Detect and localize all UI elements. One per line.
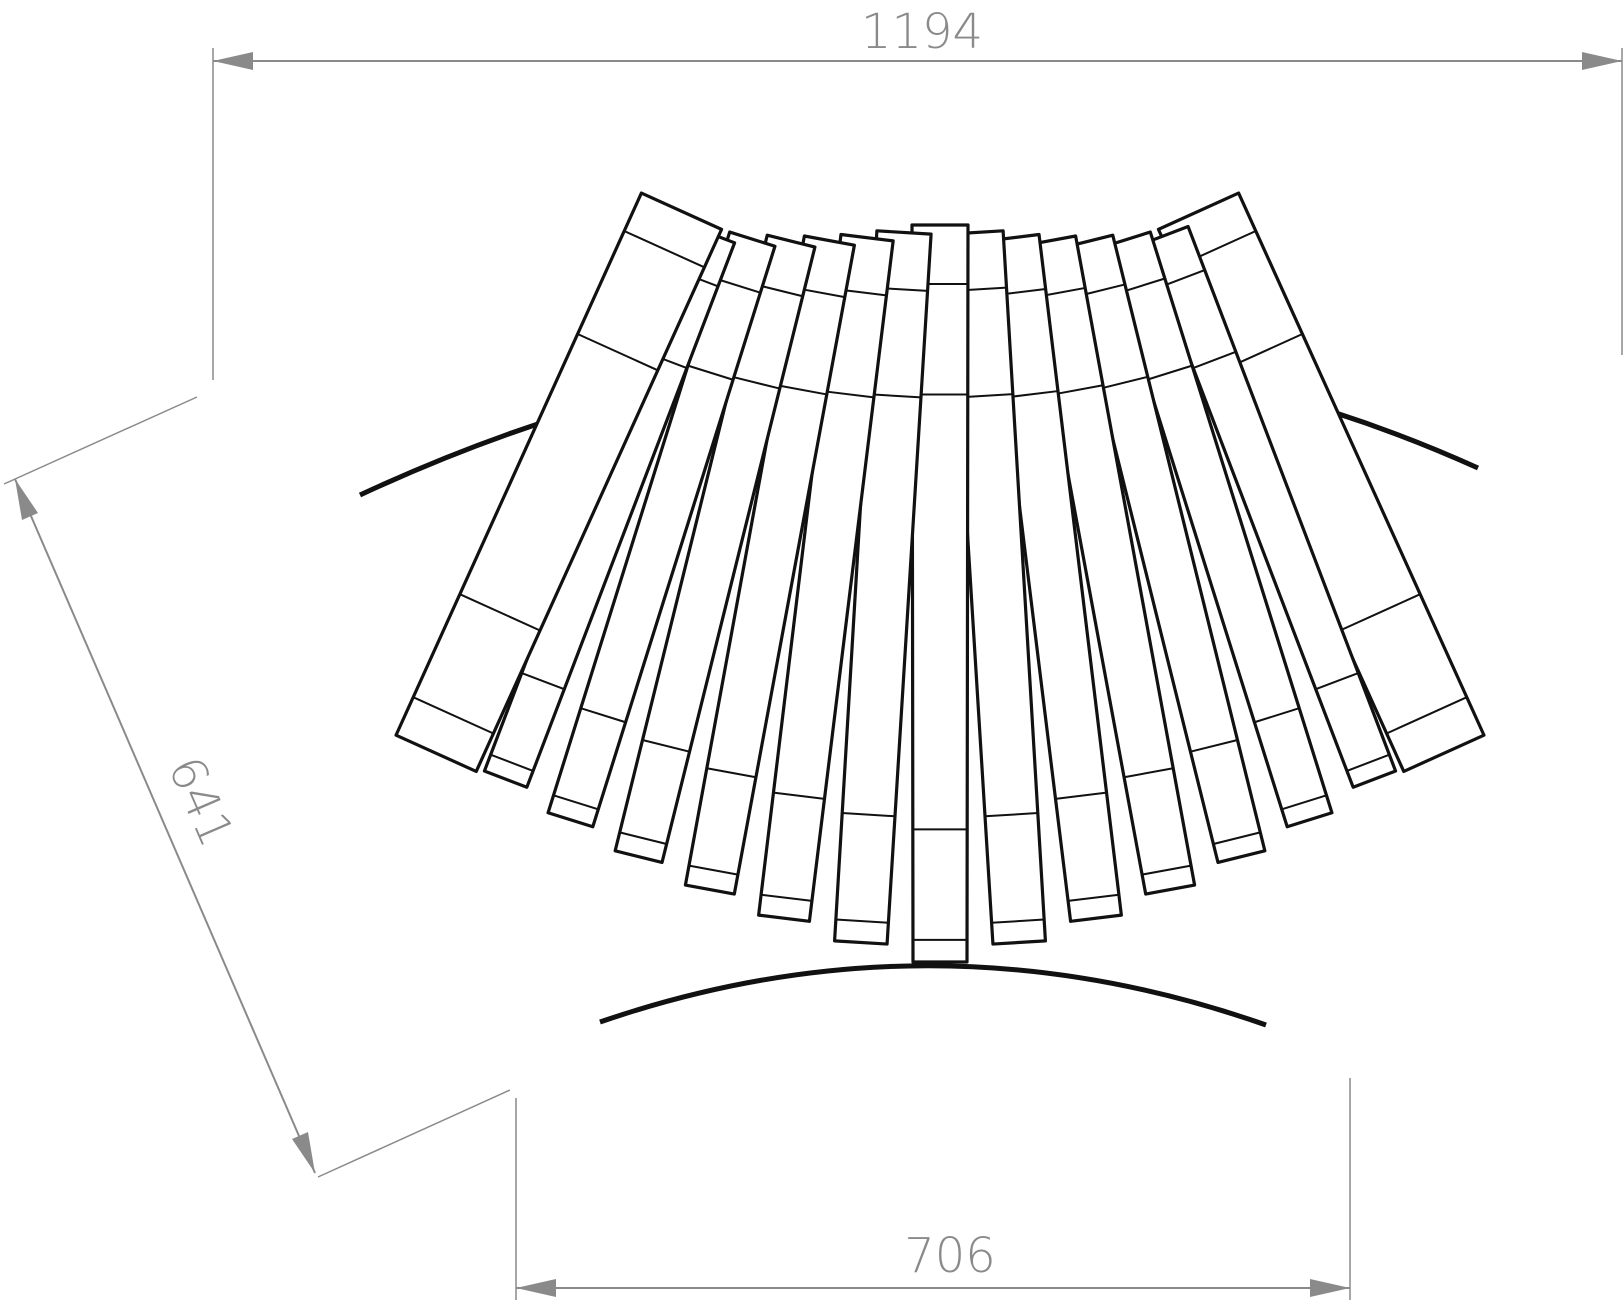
arrowhead-bottom-left [516, 1279, 556, 1297]
overall-width-label: 1194 [861, 4, 983, 60]
slat-cross-line [835, 918, 889, 924]
slat-cross-line [1053, 384, 1104, 396]
slat [757, 232, 895, 923]
arrowhead-slant-top [15, 479, 38, 520]
slat-cross-line [867, 393, 922, 399]
slat-cross-line [1146, 364, 1193, 381]
slat-cross-line [521, 672, 565, 691]
extension-line-slant-bottom [317, 1089, 511, 1178]
arrowhead-slant-bottom [292, 1132, 315, 1173]
slat-cross-line [1161, 269, 1206, 288]
slat [683, 234, 856, 896]
slat-cross-line [760, 893, 813, 902]
slat-cross-line [619, 831, 667, 845]
dimension-slat-length: 641 [3, 396, 511, 1178]
slat [394, 191, 724, 774]
slat-cross-line [1346, 753, 1390, 772]
slat-cross-line [1281, 794, 1327, 811]
slat-cross-line [1386, 696, 1468, 735]
arrowhead-bottom-right [1310, 1279, 1350, 1297]
slat-cross-line [412, 696, 494, 735]
slat [1143, 224, 1398, 789]
extension-line-slant-top [3, 396, 198, 485]
slat-cross-line [1123, 767, 1174, 779]
slat-cross-line [1213, 831, 1261, 845]
slat [1024, 234, 1197, 896]
slat-cross-line [1315, 672, 1359, 691]
slat-cross-line [1067, 893, 1120, 902]
slat-cross-line [706, 767, 757, 779]
slat-cross-line [773, 791, 825, 800]
slat-cross-line [842, 812, 896, 818]
dimension-inner-width: 706 [515, 1078, 1351, 1300]
slat [947, 229, 1048, 946]
slat-cross-line [714, 277, 761, 294]
arrowhead-top-right [1582, 52, 1622, 70]
slat [613, 233, 817, 865]
slat-cross-line [623, 230, 705, 269]
slat-cross-line [459, 593, 541, 632]
slat [546, 230, 777, 829]
slat-cross-line [1339, 593, 1421, 632]
slat [832, 229, 933, 946]
slat-cross-line [984, 812, 1038, 818]
slat-cross-line [1141, 864, 1192, 876]
slat-cross-line [580, 707, 626, 724]
slat-cross-line [490, 753, 534, 772]
dimension-line-slant [14, 478, 316, 1174]
slat-cross-line [991, 918, 1045, 924]
slat-cross-line [1190, 739, 1238, 753]
slat-cross-line [1254, 707, 1300, 724]
slat [985, 232, 1123, 923]
slats-group [394, 191, 1486, 964]
slat [1103, 230, 1334, 829]
slat-cross-line [1005, 390, 1059, 399]
slat-cross-line [553, 794, 599, 811]
inner-width-label: 706 [904, 1228, 996, 1284]
slat-cross-line [732, 375, 780, 390]
support-beam-bottom [599, 963, 1267, 1028]
slat-cross-line [688, 864, 739, 876]
slat-cross-line [1192, 350, 1237, 369]
slat-cross-line [577, 333, 659, 372]
slat-cross-line [642, 739, 690, 753]
slat-cross-line [1100, 375, 1148, 390]
slat [910, 223, 970, 964]
slat-cross-line [821, 390, 875, 399]
slat-cross-line [1055, 791, 1107, 800]
slat-cross-line [687, 364, 734, 381]
dimension-overall-width: 1194 [212, 4, 1623, 380]
slat [1063, 233, 1267, 865]
arrowhead-top-left [213, 52, 253, 70]
slat-cross-line [776, 384, 827, 396]
